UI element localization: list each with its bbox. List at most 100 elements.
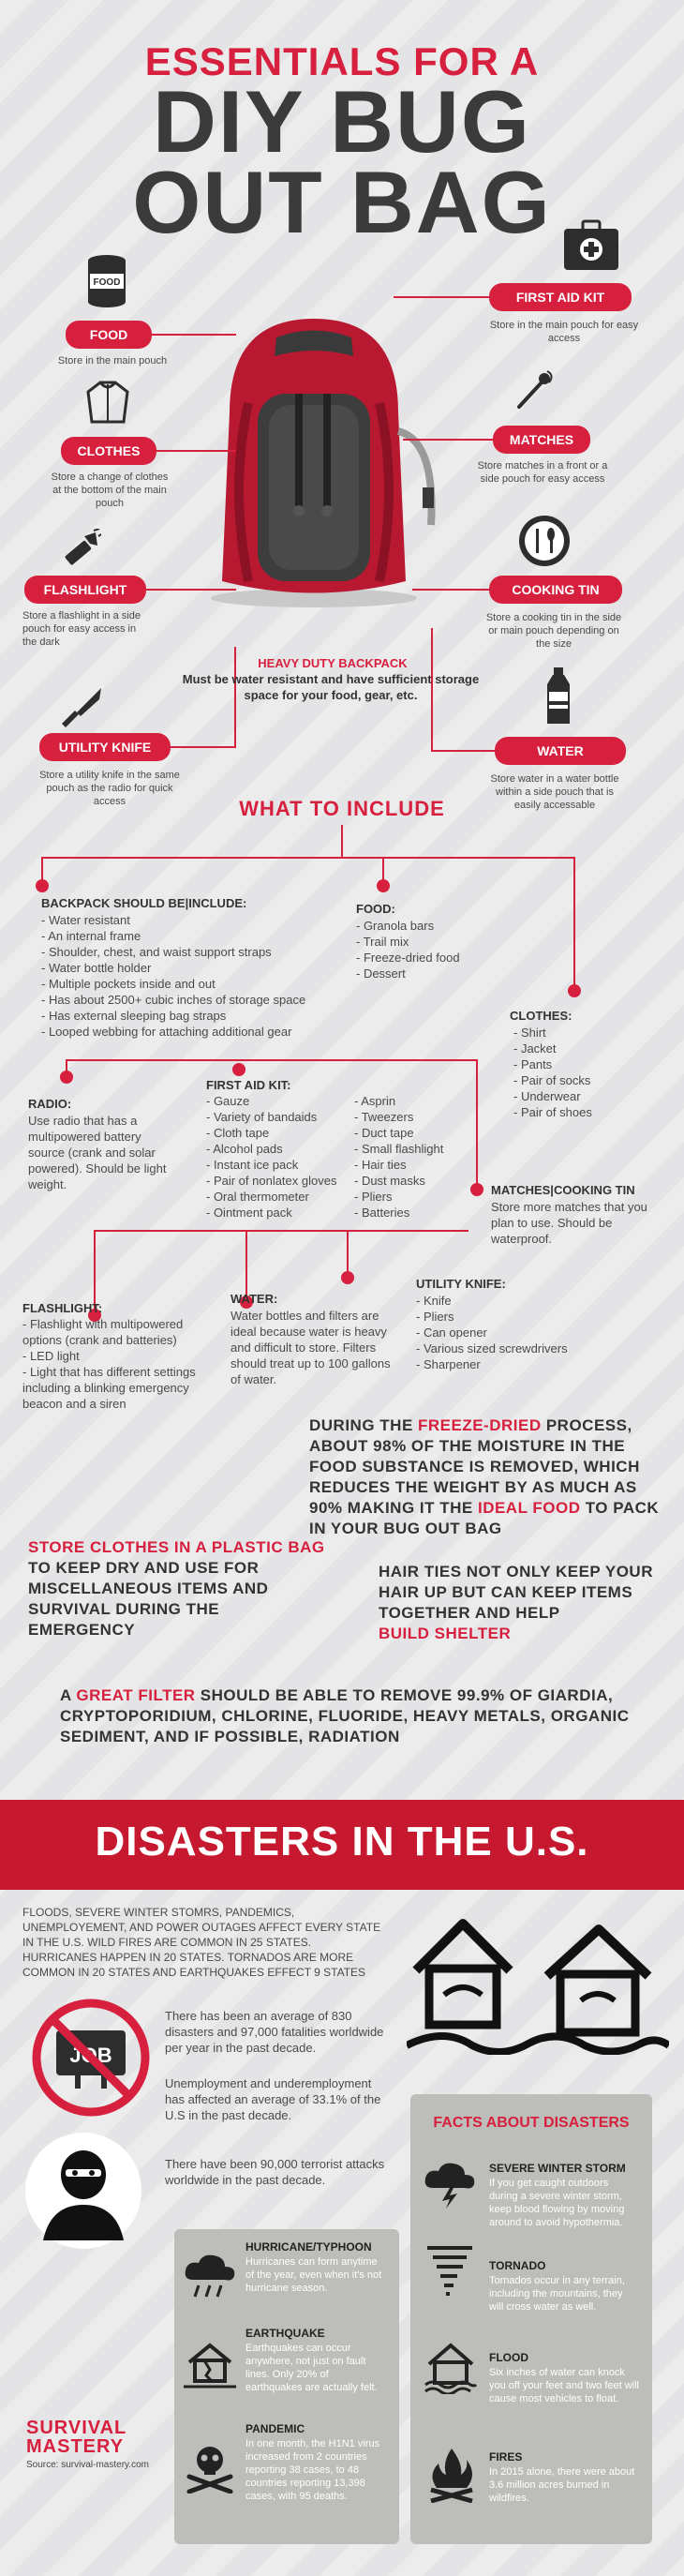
logo-line-1: SURVIVAL bbox=[26, 2418, 127, 2438]
list-item: - Freeze-dried food bbox=[356, 951, 460, 965]
facts-panel-title: FACTS ABOUT DISASTERS bbox=[433, 2115, 630, 2131]
fact-text: TO PACK IN YOUR BUG OUT BAG bbox=[309, 1499, 660, 1537]
wti-mid-bar bbox=[66, 1059, 478, 1061]
pandemic-icon bbox=[186, 2447, 233, 2494]
wti-low-drop-left bbox=[94, 1230, 96, 1310]
list-item: - Hair ties bbox=[354, 1158, 407, 1172]
wti-dot-backpack bbox=[36, 879, 49, 892]
food-note: Store in the main pouch bbox=[57, 355, 168, 367]
disasters-band bbox=[0, 1800, 684, 1890]
fact-text: Earthquakes can occur anywhere, not just… bbox=[245, 2343, 378, 2393]
water-list-head: WATER: bbox=[230, 1292, 278, 1306]
knife-connector-h bbox=[171, 746, 236, 748]
clothes-list: - Shirt - Jacket - Pants - Pair of socks… bbox=[513, 1025, 654, 1120]
logo-line-2: MASTERY bbox=[26, 2436, 125, 2457]
title-line-3: OUT BAG bbox=[132, 153, 552, 251]
fact-text: TO KEEP DRY AND USE FOR MISCELLANEOUS IT… bbox=[28, 1559, 269, 1639]
wti-dot-radio bbox=[60, 1071, 73, 1084]
water-connector-h bbox=[431, 750, 495, 752]
list-item: - Shoulder, chest, and waist support str… bbox=[41, 945, 272, 959]
list-item: - Duct tape bbox=[354, 1126, 414, 1140]
clothes-connector bbox=[156, 450, 236, 452]
water-connector-v bbox=[431, 628, 433, 750]
list-item: - Knife bbox=[416, 1294, 452, 1308]
water-text: Water bottles and filters are ideal beca… bbox=[230, 1309, 391, 1386]
wti-low-drop-right bbox=[347, 1230, 349, 1273]
fact-head: FLOOD bbox=[489, 2351, 528, 2364]
fact-highlight: STORE CLOTHES IN A PLASTIC BAG bbox=[28, 1538, 325, 1556]
wti-top-bar bbox=[41, 857, 575, 859]
list-item: - Tweezers bbox=[354, 1110, 414, 1124]
wti-dot-clothes bbox=[568, 984, 581, 997]
backpack-list: - Water resistant - An internal frame - … bbox=[41, 912, 350, 1040]
list-item: - Dust masks bbox=[354, 1174, 425, 1188]
backpack-desc: Must be water resistant and have suffici… bbox=[182, 672, 480, 702]
list-item: - Pliers bbox=[354, 1190, 393, 1204]
fact-head: PANDEMIC bbox=[245, 2422, 305, 2435]
list-item: - Water bottle holder bbox=[41, 961, 152, 975]
wti-low-bar bbox=[94, 1230, 468, 1232]
fact-head: EARTHQUAKE bbox=[245, 2327, 325, 2340]
first-aid-list-1: - Gauze - Variety of bandaids - Cloth ta… bbox=[206, 1093, 356, 1221]
food-connector bbox=[152, 334, 236, 336]
fact-text: A bbox=[60, 1686, 77, 1704]
list-item: - Various sized screwdrivers bbox=[416, 1341, 568, 1355]
jacket-icon bbox=[86, 381, 129, 424]
wti-stem bbox=[341, 825, 343, 857]
matches-note: Store matches in a front or a side pouch… bbox=[477, 460, 608, 485]
flashlight-pill: FLASHLIGHT bbox=[24, 576, 146, 604]
fact-text: SHOULD BE ABLE TO REMOVE 99.9% OF GIARDI… bbox=[60, 1686, 630, 1745]
list-item: - Variety of bandaids bbox=[206, 1110, 318, 1124]
utility-knife-pill: UTILITY KNIFE bbox=[39, 733, 171, 761]
knife-list-head: UTILITY KNIFE: bbox=[416, 1277, 506, 1291]
list-item: - Small flashlight bbox=[354, 1142, 444, 1156]
fact-head: TORNADO bbox=[489, 2259, 546, 2272]
list-item: - Sharpener bbox=[416, 1357, 481, 1371]
wti-right-drop bbox=[573, 857, 575, 988]
hair-ties-fact: HAIR TIES NOT ONLY KEEP YOUR HAIR UP BUT… bbox=[379, 1562, 660, 1644]
fact-head: HURRICANE/TYPHOON bbox=[245, 2240, 372, 2254]
terrorist-icon bbox=[25, 2133, 141, 2249]
first-aid-kit-icon bbox=[564, 219, 618, 270]
list-item: - Shirt bbox=[513, 1026, 546, 1040]
fact-text: Tornados occur in any terrain, including… bbox=[489, 2275, 625, 2313]
list-item: - Jacket bbox=[513, 1041, 557, 1056]
fact-highlight: IDEAL FOOD bbox=[477, 1499, 581, 1517]
list-item: - Dessert bbox=[356, 966, 406, 981]
fact-text: DURING THE bbox=[309, 1416, 418, 1434]
tornado-icon bbox=[427, 2246, 472, 2296]
list-item: - Multiple pockets inside and out bbox=[41, 977, 216, 991]
matches-tin-head: MATCHES|COOKING TIN bbox=[491, 1183, 635, 1197]
stat-terrorism: There have been 90,000 terrorist attacks… bbox=[165, 2157, 385, 2187]
stat-disasters: There has been an average of 830 disaste… bbox=[165, 2009, 384, 2055]
first-aid-list-2: - Asprin - Tweezers - Duct tape - Small … bbox=[354, 1093, 476, 1221]
backpack-illustration bbox=[211, 319, 436, 607]
utility-knife-note: Store a utility knife in the same pouch … bbox=[39, 770, 180, 807]
flood-icon bbox=[424, 2343, 478, 2394]
list-item: - Water resistant bbox=[41, 913, 130, 927]
freeze-dried-fact: DURING THE FREEZE-DRIED PROCESS, ABOUT 9… bbox=[309, 1415, 665, 1539]
clothes-pill: CLOTHES bbox=[61, 437, 156, 465]
wti-dot-food bbox=[377, 879, 390, 892]
knife-connector-v bbox=[234, 647, 236, 746]
list-item: - Asprin bbox=[354, 1094, 396, 1108]
flashlight-icon bbox=[65, 529, 101, 565]
list-item: - Pair of socks bbox=[513, 1073, 591, 1087]
fire-icon bbox=[430, 2449, 473, 2503]
water-bottle-icon bbox=[547, 667, 570, 724]
list-item: - Instant ice pack bbox=[206, 1158, 299, 1172]
fact-text: In one month, the H1N1 virus increased f… bbox=[245, 2438, 380, 2502]
match-icon bbox=[517, 370, 553, 409]
stat-unemployment: Unemployment and underemployment has aff… bbox=[165, 2076, 381, 2122]
list-item: - Granola bars bbox=[356, 919, 435, 933]
list-item: - Trail mix bbox=[356, 935, 409, 949]
water-pill: WATER bbox=[495, 737, 626, 765]
list-item: - LED light bbox=[22, 1349, 80, 1363]
list-item: - Batteries bbox=[354, 1206, 410, 1220]
what-to-include-title: WHAT TO INCLUDE bbox=[239, 797, 445, 820]
filter-fact: A GREAT FILTER SHOULD BE ABLE TO REMOVE … bbox=[60, 1685, 641, 1747]
earthquake-icon bbox=[184, 2343, 236, 2389]
list-item: - Pair of nonlatex gloves bbox=[206, 1174, 337, 1188]
wti-line-food bbox=[382, 857, 384, 881]
flashlight-connector bbox=[146, 589, 236, 591]
